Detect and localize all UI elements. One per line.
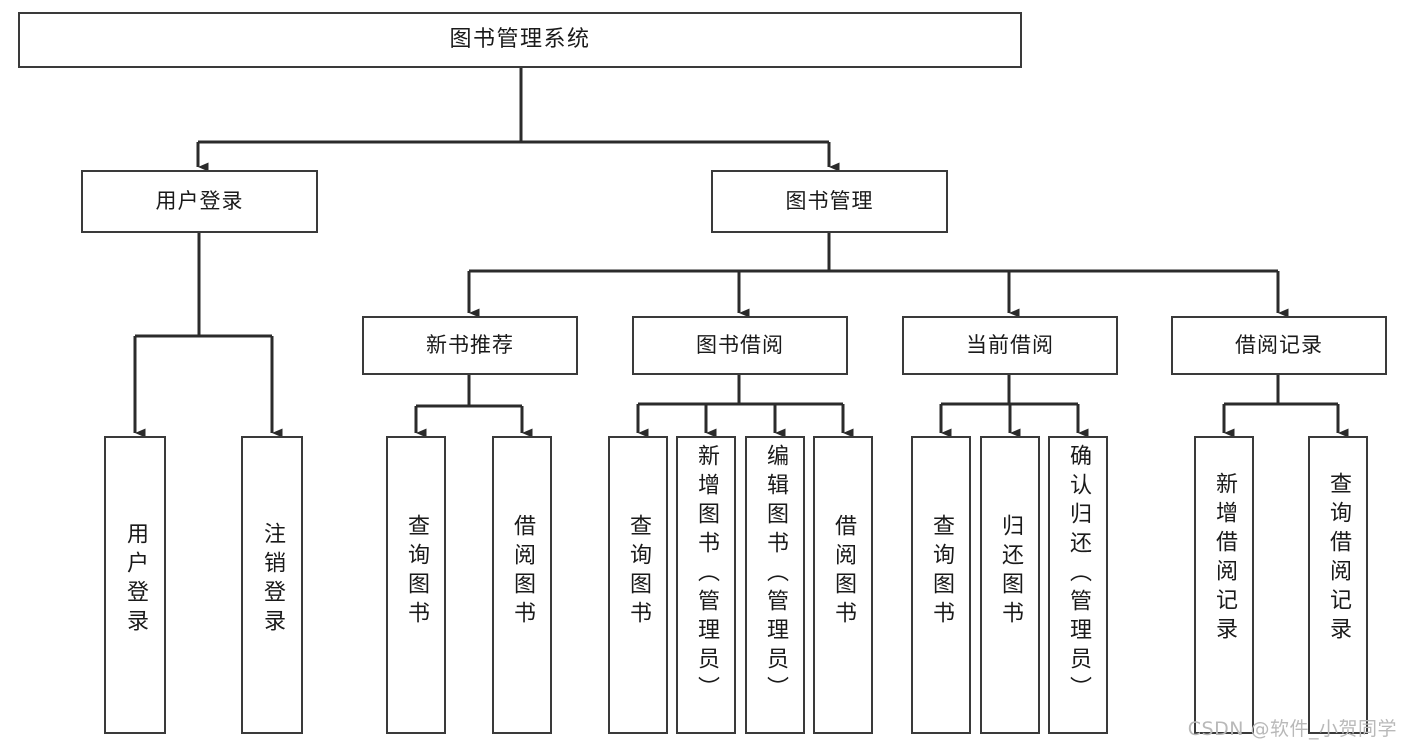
leaf-return-book[interactable]: 归还图书 xyxy=(980,436,1040,734)
leaf-borrow-book-recommend[interactable]: 借阅图书 xyxy=(492,436,552,734)
node-label: 借阅图书 xyxy=(831,514,856,630)
node-label: 图书管理 xyxy=(785,189,874,214)
leaf-add-book-admin[interactable]: 新增图书（管理员） xyxy=(676,436,736,734)
leaf-edit-book-admin[interactable]: 编辑图书（管理员） xyxy=(745,436,805,734)
node-label: 注销登录 xyxy=(260,522,285,638)
node-label: 查询图书 xyxy=(929,514,954,630)
leaf-user-login[interactable]: 用户登录 xyxy=(104,436,166,734)
node-borrow-record[interactable]: 借阅记录 xyxy=(1171,316,1387,375)
leaf-logout-login[interactable]: 注销登录 xyxy=(241,436,303,734)
node-book-borrow[interactable]: 图书借阅 xyxy=(632,316,848,375)
node-label: 查询图书 xyxy=(626,514,651,630)
node-label: 用户登录 xyxy=(155,189,244,214)
node-label: 借阅记录 xyxy=(1235,333,1323,358)
node-new-book-recommend[interactable]: 新书推荐 xyxy=(362,316,578,375)
node-label: 图书借阅 xyxy=(696,333,784,358)
csdn-watermark: CSDN @软件_小贺同学 xyxy=(1187,718,1397,740)
node-label: 借阅图书 xyxy=(510,514,535,630)
node-book-management[interactable]: 图书管理 xyxy=(711,170,948,233)
node-label: 归还图书 xyxy=(998,514,1023,630)
leaf-query-borrow-record[interactable]: 查询借阅记录 xyxy=(1308,436,1368,734)
leaf-query-book-current[interactable]: 查询图书 xyxy=(911,436,971,734)
node-label: 新增图书（管理员） xyxy=(694,444,719,705)
node-label: 编辑图书（管理员） xyxy=(763,444,788,705)
node-label: 查询借阅记录 xyxy=(1326,472,1351,646)
node-book-management-system[interactable]: 图书管理系统 xyxy=(18,12,1022,68)
leaf-add-borrow-record[interactable]: 新增借阅记录 xyxy=(1194,436,1254,734)
node-user-login[interactable]: 用户登录 xyxy=(81,170,318,233)
node-label: 图书管理系统 xyxy=(449,27,591,53)
node-label: 新书推荐 xyxy=(426,333,514,358)
node-label: 当前借阅 xyxy=(966,333,1054,358)
leaf-query-book-recommend[interactable]: 查询图书 xyxy=(386,436,446,734)
leaf-borrow-book[interactable]: 借阅图书 xyxy=(813,436,873,734)
node-label: 查询图书 xyxy=(404,514,429,630)
leaf-query-book-borrow[interactable]: 查询图书 xyxy=(608,436,668,734)
node-label: 用户登录 xyxy=(123,522,148,638)
node-current-borrow[interactable]: 当前借阅 xyxy=(902,316,1118,375)
node-label: 确认归还（管理员） xyxy=(1066,444,1091,705)
node-label: 新增借阅记录 xyxy=(1212,472,1237,646)
leaf-confirm-return-admin[interactable]: 确认归还（管理员） xyxy=(1048,436,1108,734)
